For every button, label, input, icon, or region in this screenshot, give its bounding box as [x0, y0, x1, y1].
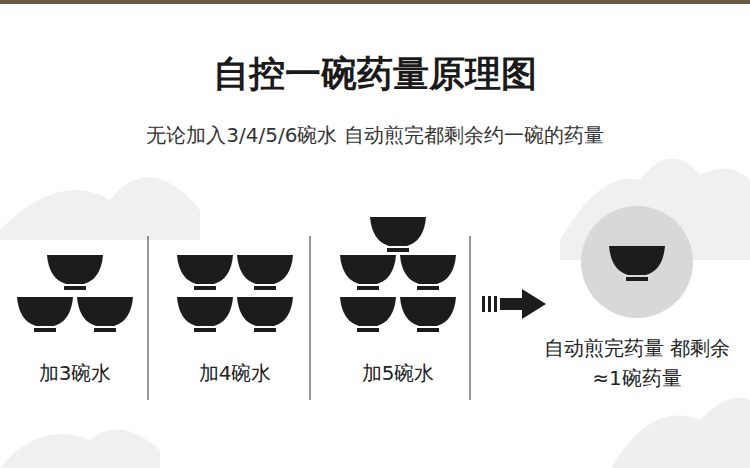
bowl-label: 加5碗水: [362, 360, 435, 387]
bowl-label: 加4碗水: [199, 360, 272, 387]
arrow: [482, 289, 546, 319]
subtitle: 无论加入3/4/5/6碗水 自动煎完都剩余约一碗的药量: [146, 122, 603, 149]
bowls-5: [340, 217, 456, 332]
bowls-4: [177, 255, 293, 332]
mountains: [0, 159, 750, 468]
top-band: [0, 0, 750, 4]
dividers: [148, 236, 470, 400]
result-label: 自动煎完药量 都剩余≈1碗药量: [542, 333, 732, 393]
title: 自控一碗药量原理图: [213, 50, 537, 99]
result-bowl: [609, 246, 665, 281]
result-circle: [581, 206, 693, 318]
bowl-label: 加3碗水: [39, 360, 112, 387]
bowls-3: [17, 255, 133, 332]
